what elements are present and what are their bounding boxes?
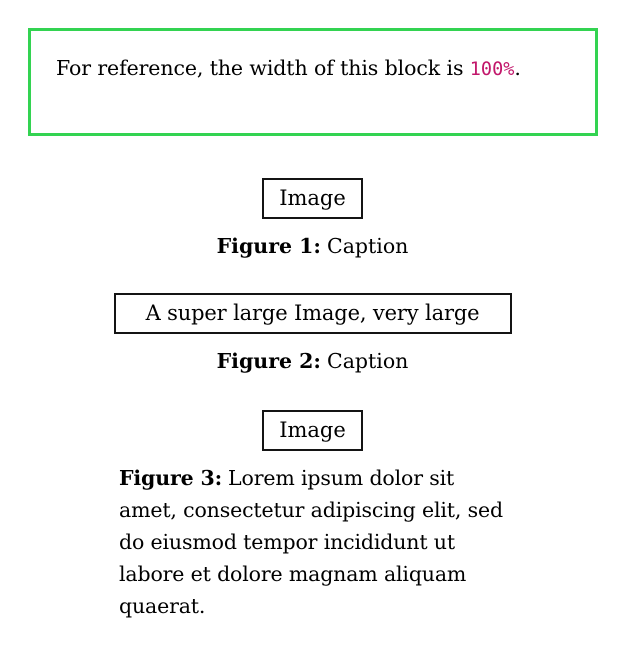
reference-text-before: For reference, the width of this block i… [56, 56, 464, 80]
reference-text-after: . [514, 56, 521, 80]
figure-3-caption: Figure 3:Lorem ipsum dolor sit amet, con… [119, 462, 513, 622]
figure-2-image-row: A super large Image, very large [0, 293, 625, 334]
figure-2-caption: Figure 2:Caption [0, 345, 625, 377]
figure-1-image-placeholder: Image [262, 178, 363, 219]
figure-1-image-row: Image [0, 178, 625, 219]
figure-3-caption-label: Figure 3: [119, 466, 223, 490]
figure-2-caption-label: Figure 2: [216, 349, 322, 373]
figure-3-image-row: Image [0, 410, 625, 451]
reference-width-value: 100% [469, 59, 515, 80]
figure-3-caption-text: Lorem ipsum dolor sit amet, consectetur … [119, 466, 503, 618]
figure-2-caption-text: Caption [327, 349, 409, 373]
figure-2-image-placeholder: A super large Image, very large [113, 293, 512, 334]
figure-3-image-placeholder: Image [262, 410, 363, 451]
reference-width-text: For reference, the width of this block i… [56, 52, 561, 86]
figure-1-caption: Figure 1:Caption [0, 230, 625, 262]
figure-2: A super large Image, very large Figure 2… [0, 293, 625, 377]
reference-width-block: For reference, the width of this block i… [28, 28, 598, 136]
figure-1-caption-text: Caption [327, 234, 409, 258]
figure-1-caption-label: Figure 1: [216, 234, 322, 258]
figure-1: Image Figure 1:Caption [0, 178, 625, 262]
figure-3: Image Figure 3:Lorem ipsum dolor sit ame… [0, 410, 625, 622]
